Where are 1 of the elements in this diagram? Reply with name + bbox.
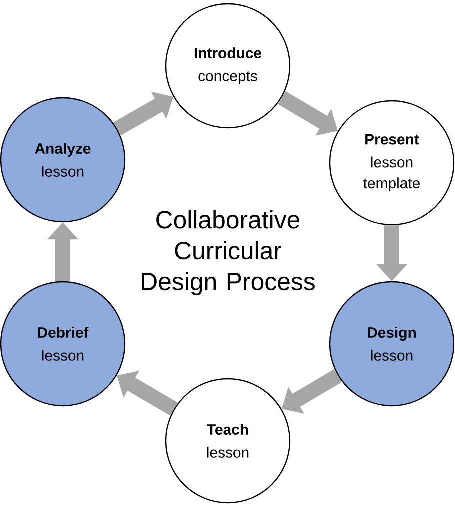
title: Collaborative Curricular Design Process [142,210,315,296]
